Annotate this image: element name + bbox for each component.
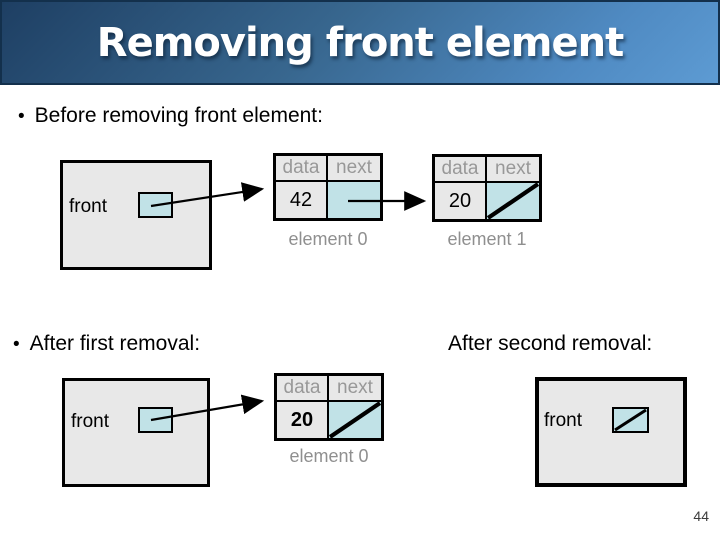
next-pointer-cell [328,182,380,218]
front-box-before [60,160,212,270]
next-header-cell: next [329,376,381,402]
front-pointer-after-second-null [612,407,649,433]
heading-after-second-text: After second removal: [448,332,653,355]
null-diagonal-icon [329,402,381,438]
bullet-marker: • [13,334,20,355]
next-pointer-cell-null [487,183,539,219]
null-diagonal-icon [487,183,539,219]
front-label-before: front [69,196,108,217]
next-header-cell: next [487,157,539,183]
bullet-before-text: Before removing front element: [34,104,323,127]
node-element0-before: data next 42 [273,153,383,221]
page-number: 44 [693,508,709,524]
slide-title-bar: Removing front element [0,0,720,85]
front-box-after-second [535,377,687,487]
heading-after-second: After second removal: [448,332,652,356]
bullet-after-first: • After first removal: [13,332,200,356]
bullet-marker: • [18,106,25,127]
node-element1-before: data next 20 [432,154,542,222]
caption-element1-before: element 1 [447,229,527,249]
next-pointer-cell-null [329,402,381,438]
front-label-after-first: front [71,411,110,432]
node-element0-after-first: data next 20 [274,373,384,441]
null-diagonal-icon [614,409,647,431]
front-pointer-before [138,192,173,218]
front-box-after-first [62,378,210,487]
next-header-cell: next [328,156,380,182]
data-header-cell: data [435,157,487,183]
bullet-before: • Before removing front element: [18,104,323,128]
data-header-cell: data [277,376,329,402]
bullet-after-first-text: After first removal: [29,332,201,355]
data-value-cell: 20 [435,183,487,219]
caption-element0-before: element 0 [288,229,368,249]
data-header-cell: data [276,156,328,182]
data-value-cell: 20 [277,402,329,438]
slide-title: Removing front element [96,19,624,66]
caption-element0-after-first: element 0 [289,446,369,466]
front-pointer-after-first [138,407,173,433]
front-label-after-second: front [544,410,583,431]
data-value-cell: 42 [276,182,328,218]
